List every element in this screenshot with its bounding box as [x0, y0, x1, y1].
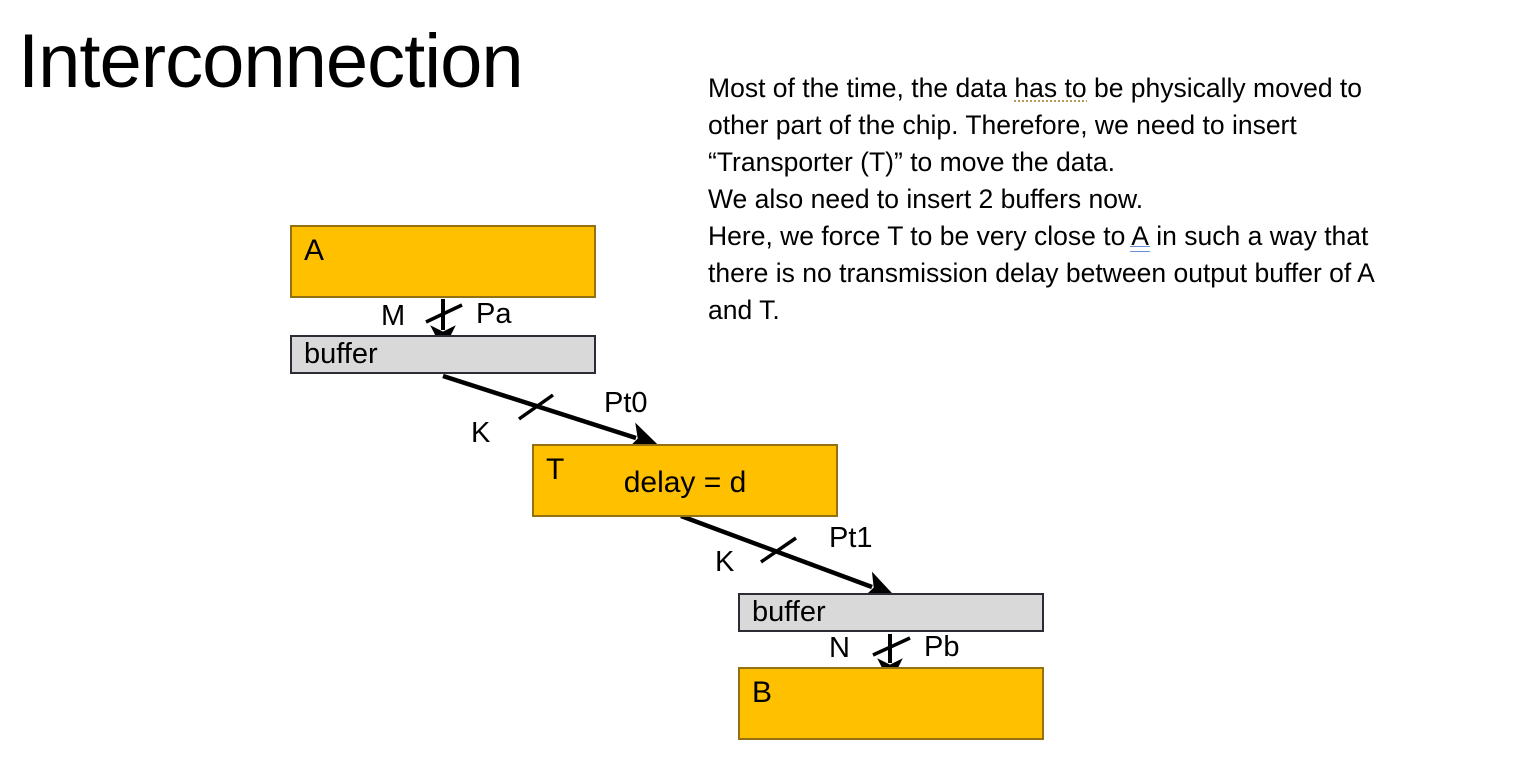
body-line-5-part-b: in such a way that — [1148, 221, 1369, 251]
page-title: Interconnection — [18, 19, 524, 104]
edge-label-pb: Pb — [924, 631, 960, 663]
body-line-5-part-a: Here, we force T to be very close to — [708, 221, 1132, 251]
node-buffer-top-label: buffer — [304, 338, 378, 370]
node-t-delay-label: delay = d — [623, 466, 747, 499]
smart-tag-text[interactable]: A — [1131, 221, 1149, 251]
node-b-label: B — [752, 676, 773, 709]
node-buffer-top[interactable]: buffer — [290, 335, 596, 374]
body-paragraph: Most of the time, the data has to be phy… — [708, 70, 1508, 329]
node-t-label: T — [546, 453, 565, 486]
node-t[interactable]: T delay = d — [532, 444, 838, 517]
body-line-6: there is no transmission delay between o… — [708, 258, 1375, 288]
edge-label-pt1: Pt1 — [829, 522, 873, 554]
node-b[interactable]: B — [738, 667, 1044, 740]
edge-a-to-buffer — [425, 299, 463, 351]
body-line-7: and T. — [708, 295, 780, 325]
node-a-label: A — [304, 234, 325, 267]
edge-label-pa: Pa — [476, 298, 512, 330]
edge-label-k1: K — [715, 546, 735, 578]
edge-label-n: N — [829, 632, 850, 664]
node-buffer-bottom-label: buffer — [752, 596, 826, 628]
grammar-flagged-text[interactable]: has to — [1014, 73, 1087, 103]
node-buffer-bottom[interactable]: buffer — [738, 593, 1044, 632]
body-line-1-part-a: Most of the time, the data — [708, 73, 1015, 103]
edge-label-m: M — [381, 300, 406, 332]
body-line-1-part-b: be physically moved to — [1086, 73, 1363, 103]
edge-t-to-buffer-tick — [760, 536, 797, 564]
body-line-2: other part of the chip. Therefore, we ne… — [708, 110, 1297, 140]
body-line-4: We also need to insert 2 buffers now. — [708, 184, 1144, 214]
edge-label-k0: K — [471, 417, 491, 449]
edge-label-pt0: Pt0 — [604, 387, 648, 419]
edge-a-to-buffer-tick — [425, 303, 463, 324]
edge-buffer-to-t-tick — [517, 393, 555, 421]
node-a[interactable]: A — [290, 225, 596, 298]
edge-buffer-to-b — [872, 634, 911, 684]
body-line-3: “Transporter (T)” to move the data. — [708, 147, 1115, 177]
edge-buffer-to-b-tick — [872, 636, 911, 657]
body-line-5: Here, we force T to be very close to A i… — [708, 218, 1508, 255]
body-line-1: Most of the time, the data has to be phy… — [708, 70, 1508, 107]
